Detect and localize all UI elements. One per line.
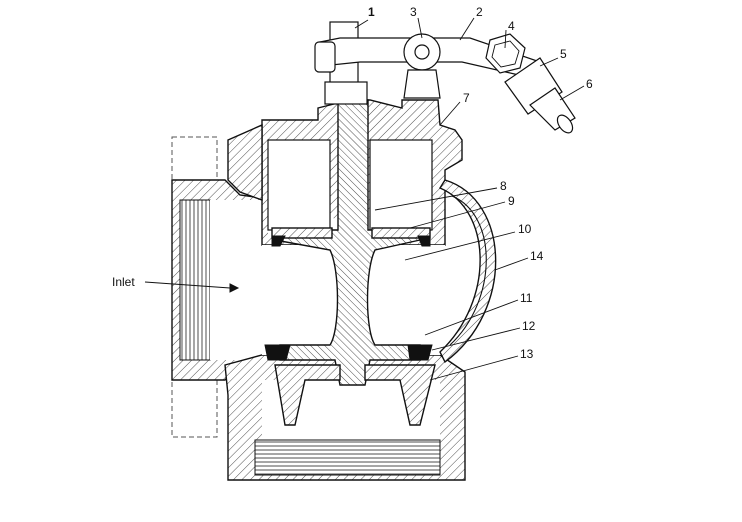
label-6: 6 (586, 77, 593, 91)
label-9: 9 (508, 194, 515, 208)
label-11: 11 (520, 291, 533, 305)
bonnet-arm (438, 179, 497, 364)
valve-body (224, 99, 466, 481)
lever-arm (314, 33, 541, 99)
hex-nut (485, 33, 526, 74)
label-7: 7 (463, 91, 470, 105)
wing-guides (274, 364, 436, 426)
label-12: 12 (522, 319, 536, 333)
inlet-port (171, 179, 263, 381)
label-8: 8 (500, 179, 507, 193)
label-3: 3 (410, 5, 417, 19)
label-2: 2 (476, 5, 483, 19)
label-inlet: Inlet (112, 275, 135, 289)
part-labels: 1 3 2 4 5 6 7 8 9 10 14 11 12 13 Inlet (112, 5, 593, 361)
label-14: 14 (530, 249, 544, 263)
lever-weight (504, 57, 576, 134)
label-10: 10 (518, 222, 532, 236)
leader-lines (144, 17, 585, 381)
label-1: 1 (368, 5, 375, 19)
label-4: 4 (508, 19, 515, 33)
label-13: 13 (520, 347, 534, 361)
label-5: 5 (560, 47, 567, 61)
disc-assembly (264, 99, 433, 386)
